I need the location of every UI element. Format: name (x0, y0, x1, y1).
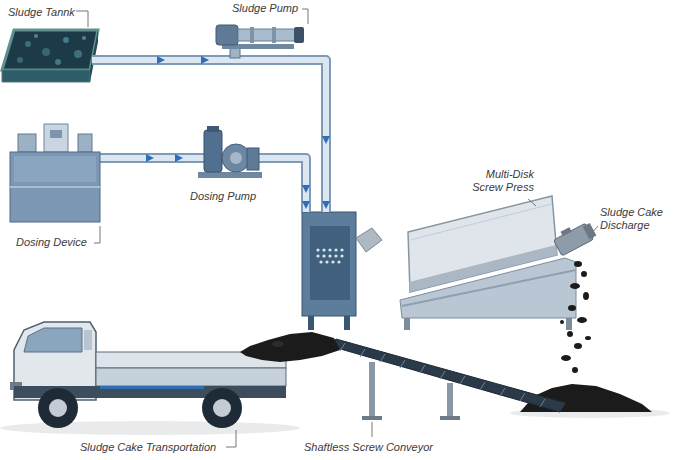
equipment-label: Sludge Cake Discharge (600, 206, 672, 232)
equipment-region: Sludge Tannk (2, 2, 102, 84)
flow-arrowhead (302, 201, 310, 209)
pipe-connector (102, 56, 212, 64)
flow-arrowhead (322, 136, 330, 144)
leader-line (76, 11, 88, 27)
control-cabinet (302, 212, 382, 330)
pipe-connector (312, 60, 330, 212)
sludge-pump (216, 25, 304, 58)
leader-line (226, 430, 236, 447)
pipe-outline (106, 153, 186, 163)
pipe-body (270, 158, 306, 212)
screw-conveyor (330, 339, 566, 420)
equipment-label: Multi-Disk Screw Press (458, 168, 534, 194)
sludge-cake (520, 261, 652, 412)
pipe-connector (270, 158, 310, 212)
equipment-label: Sludge Tannk (8, 6, 98, 19)
pipe-body (102, 57, 212, 63)
equipment-region: Sludge Pump (212, 2, 312, 70)
flow-arrowhead (302, 185, 310, 193)
flow-arrowhead (157, 56, 165, 64)
flow-arrowhead (175, 154, 183, 162)
leader-line (372, 422, 373, 437)
equipment-label: Shaftless Screw Conveyor (304, 441, 448, 454)
equipment-region: Sludge Cake Discharge (598, 204, 678, 238)
pipe-outline (270, 158, 306, 212)
flow-arrowhead (322, 201, 330, 209)
pipe-body (106, 155, 186, 161)
flow-arrowhead (201, 56, 209, 64)
pipe-outline (102, 55, 212, 65)
equipment-label: Sludge Pump (232, 2, 310, 15)
screw-press (400, 196, 597, 330)
leader-line (94, 226, 100, 243)
equipment-region: Shaftless Screw Conveyor (300, 440, 450, 458)
flow-arrowhead (146, 154, 154, 162)
sludge-tank (2, 30, 98, 82)
equipment-region: Dosing Device (6, 124, 106, 254)
equipment-label: Dosing Pump (190, 190, 268, 203)
leader-line (528, 199, 536, 206)
equipment-label: Sludge Cake Transportation (80, 441, 232, 454)
equipment-label: Dosing Device (16, 236, 102, 249)
dosing-pump (198, 126, 262, 178)
leader-line (591, 226, 598, 234)
pipe-connector (106, 154, 186, 162)
truck (10, 322, 340, 428)
equipment-region: Sludge Cake Transportation (76, 440, 236, 458)
equipment-region: Multi-Disk Screw Press (300, 212, 562, 330)
dosing-device (10, 124, 100, 222)
pipe-stub (92, 60, 314, 158)
equipment-region: Dosing Pump (186, 124, 270, 208)
leader-line (302, 9, 308, 24)
